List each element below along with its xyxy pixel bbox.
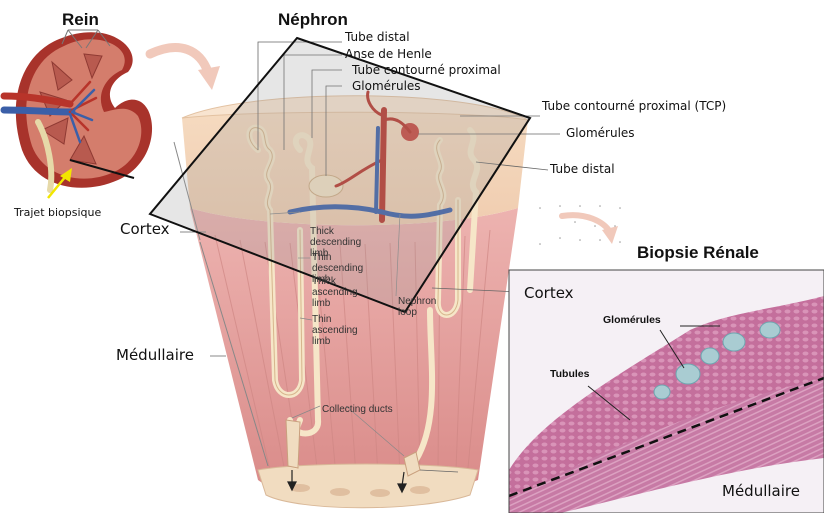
medulla-zone-label: Médullaire <box>116 346 194 364</box>
kidney-illustration <box>4 30 152 198</box>
biopsy-path-label: Trajet biopsique <box>14 206 101 219</box>
label-glomerules-right: Glomérules <box>566 126 635 140</box>
label-thin-ascending: Thin ascending limb <box>312 314 370 347</box>
biopsy-title: Biopsie Rénale <box>637 243 759 263</box>
nephron-title: Néphron <box>278 10 348 30</box>
arrow-kidney-to-nephron <box>150 48 208 72</box>
biopsy-panel <box>509 270 824 513</box>
label-collecting-ducts: Collecting ducts <box>322 404 393 415</box>
biopsy-medulla-label: Médullaire <box>722 482 800 500</box>
arrow-to-biopsy <box>562 215 610 232</box>
biopsy-cortex-label: Cortex <box>524 284 574 302</box>
label-tcp: Tube contourné proximal (TCP) <box>542 99 726 113</box>
label-anse-henle: Anse de Henle <box>345 47 432 61</box>
biopsy-glomeruli-label: Glomérules <box>603 314 661 326</box>
label-glomerules: Glomérules <box>352 79 421 93</box>
biopsy-tubules-label: Tubules <box>550 368 589 380</box>
label-nephron-loop: Nephron loop <box>398 296 438 318</box>
label-tube-contourne-proximal: Tube contourné proximal <box>352 63 501 77</box>
kidney-title: Rein <box>62 10 99 30</box>
label-tube-distal: Tube distal <box>345 30 410 44</box>
cortex-zone-label: Cortex <box>120 220 170 238</box>
label-thick-ascending: Thick ascending limb <box>312 276 370 309</box>
label-tube-distal-right: Tube distal <box>550 162 615 176</box>
